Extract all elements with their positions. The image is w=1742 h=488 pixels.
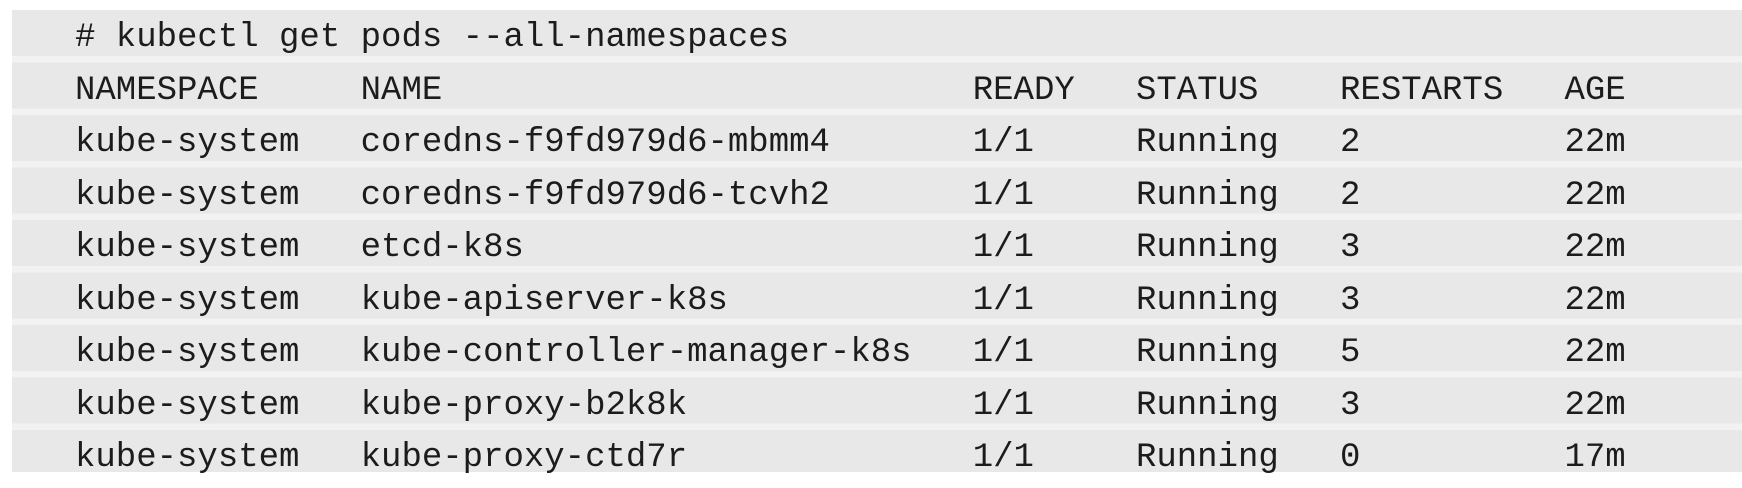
table-row: kube-system etcd-k8s 1/1 Running 3 22m bbox=[75, 229, 1626, 267]
terminal-output-panel: # kubectl get pods --all-namespaces NAME… bbox=[12, 10, 1742, 477]
table-row: kube-system coredns-f9fd979d6-mbmm4 1/1 … bbox=[75, 124, 1626, 162]
table-row: kube-system kube-proxy-b2k8k 1/1 Running… bbox=[75, 386, 1626, 425]
table-row: kube-system kube-proxy-ctd7r 1/1 Running… bbox=[75, 439, 1626, 477]
pod-table: kube-system coredns-f9fd979d6-mbmm4 1/1 … bbox=[75, 117, 1742, 485]
table-row: kube-system coredns-f9fd979d6-tcvh2 1/1 … bbox=[75, 176, 1626, 215]
table-header-row: NAMESPACE NAME READY STATUS RESTARTS AGE bbox=[75, 71, 1626, 110]
table-row: kube-system kube-apiserver-k8s 1/1 Runni… bbox=[75, 281, 1626, 320]
command-line: # kubectl get pods --all-namespaces bbox=[75, 19, 790, 57]
table-row: kube-system kube-controller-manager-k8s … bbox=[75, 334, 1626, 372]
